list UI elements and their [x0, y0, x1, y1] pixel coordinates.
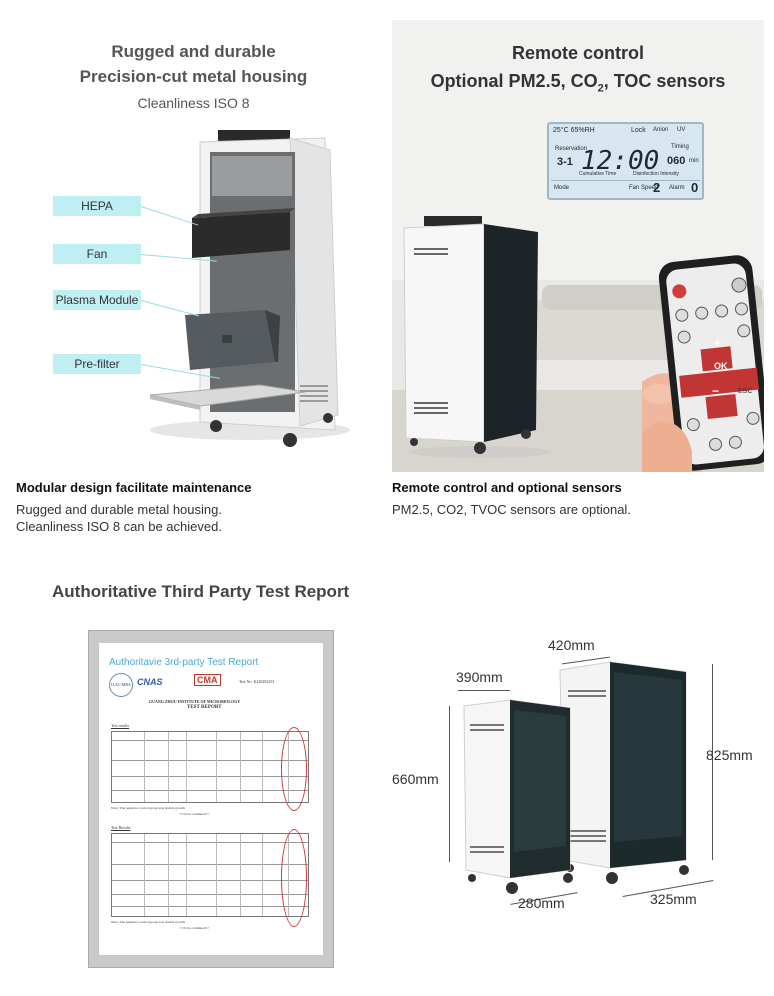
report-note-b: Note: The negative control group was dou… — [111, 920, 186, 924]
dim-line-390 — [458, 690, 510, 691]
dim-label-420: 420mm — [548, 637, 595, 653]
remote-ok-button: OK — [714, 361, 728, 371]
lcd-display: 25°C 65%RH Lock Anion UV Reservation Tim… — [547, 122, 704, 200]
highlight-ring-a — [281, 727, 307, 811]
purifier-closed-illustration — [403, 216, 550, 458]
dim-label-280: 280mm — [518, 895, 565, 911]
lcd-day: 3-1 — [557, 156, 573, 168]
lcd-min-unit: min — [689, 158, 699, 164]
left-caption-line2: Cleanliness ISO 8 can be achieved. — [16, 519, 222, 534]
lcd-clock: 12:00 — [581, 146, 660, 176]
report-section-a: Test results — [111, 723, 130, 728]
dim-label-325: 325mm — [650, 891, 697, 907]
dim-label-390: 390mm — [456, 669, 503, 685]
right-caption-title: Remote control and optional sensors — [392, 480, 622, 495]
lcd-temp: 25°C 65%RH — [553, 127, 595, 134]
remote-minus-button: − — [712, 384, 720, 398]
right-caption-line1: PM2.5, CO2, TVOC sensors are optional. — [392, 502, 631, 517]
cnas-logo: CNAS — [137, 677, 163, 687]
panel1-title-line1: Rugged and durable — [111, 42, 276, 61]
remote-control-panel: Remote control Optional PM2.5, CO2, TOC … — [392, 20, 764, 472]
dim-line-825 — [712, 664, 713, 860]
report-section-title: Authoritative Third Party Test Report — [52, 582, 350, 601]
lcd-reservation: Reservation — [555, 146, 588, 152]
lcd-uv: UV — [677, 127, 686, 133]
report-test-no: Test No. K220202253 — [239, 679, 275, 684]
remote-plus-button: + — [714, 336, 722, 350]
lcd-alarm: Alarm — [669, 185, 685, 191]
dimensions-illustration — [463, 661, 689, 894]
lcd-alarm-value: 0 — [691, 180, 699, 195]
fan-tag: Fan — [53, 244, 141, 264]
report-end-a: <<To be continued>> — [179, 812, 210, 816]
report-note-a: Note: The negative control group was dou… — [111, 806, 186, 810]
lcd-timing: Timing — [671, 144, 689, 150]
hepa-tag: HEPA — [53, 196, 141, 216]
modular-design-panel: Rugged and durable Precision-cut metal h… — [0, 20, 387, 470]
lcd-fan-speed: Fan Speed — [629, 185, 659, 191]
report-header: Authoritavie 3rd-party Test Report — [109, 657, 259, 668]
left-caption-title: Modular design facilitate maintenance — [16, 480, 252, 495]
left-caption-line1: Rugged and durable metal housing. — [16, 502, 222, 517]
report-table-a — [111, 731, 309, 803]
dim-label-660: 660mm — [392, 771, 439, 787]
highlight-ring-b — [281, 829, 307, 927]
report-table-b — [111, 833, 309, 917]
remote-esc-button: ESC — [738, 388, 753, 395]
panel2-title-line1: Remote control — [511, 43, 644, 63]
report-section-b: Test Results — [111, 825, 131, 830]
lcd-mode: Mode — [554, 185, 570, 191]
test-report-document: Authoritavie 3rd-party Test Report ILAC-… — [99, 643, 323, 955]
lcd-fan-value: 2 — [653, 180, 661, 195]
lcd-cumulative: Cumulative Time — [579, 171, 617, 177]
report-end-b: <<To be continued>> — [179, 926, 210, 930]
remote-control-illustration — [642, 255, 764, 472]
panel1-subtitle: Cleanliness ISO 8 — [137, 95, 250, 111]
panel1-title-line2: Precision-cut metal housing — [79, 67, 308, 86]
pre-filter-tag: Pre-filter — [53, 354, 141, 374]
panel2-title-line2: Optional PM2.5, CO2, TOC sensors — [430, 71, 726, 95]
lcd-disinfection: Disinfection Intensity — [633, 171, 679, 177]
purifier-open-illustration — [149, 130, 350, 447]
plasma-module-tag: Plasma Module — [53, 290, 141, 310]
dim-line-660 — [449, 706, 450, 862]
lcd-minutes: 060 — [667, 155, 686, 167]
report-institute: GUANG ZHOU INSTITUTE OF MICROBIOLOGY — [149, 699, 241, 704]
dim-label-825: 825mm — [706, 747, 753, 763]
ilac-logo: ILAC-MRA — [109, 673, 133, 697]
cma-logo: CMA — [194, 674, 221, 686]
lcd-lock: Lock — [631, 127, 646, 134]
report-doc-title: TEST REPORT — [187, 705, 222, 710]
lcd-ion: Anion — [653, 127, 669, 133]
